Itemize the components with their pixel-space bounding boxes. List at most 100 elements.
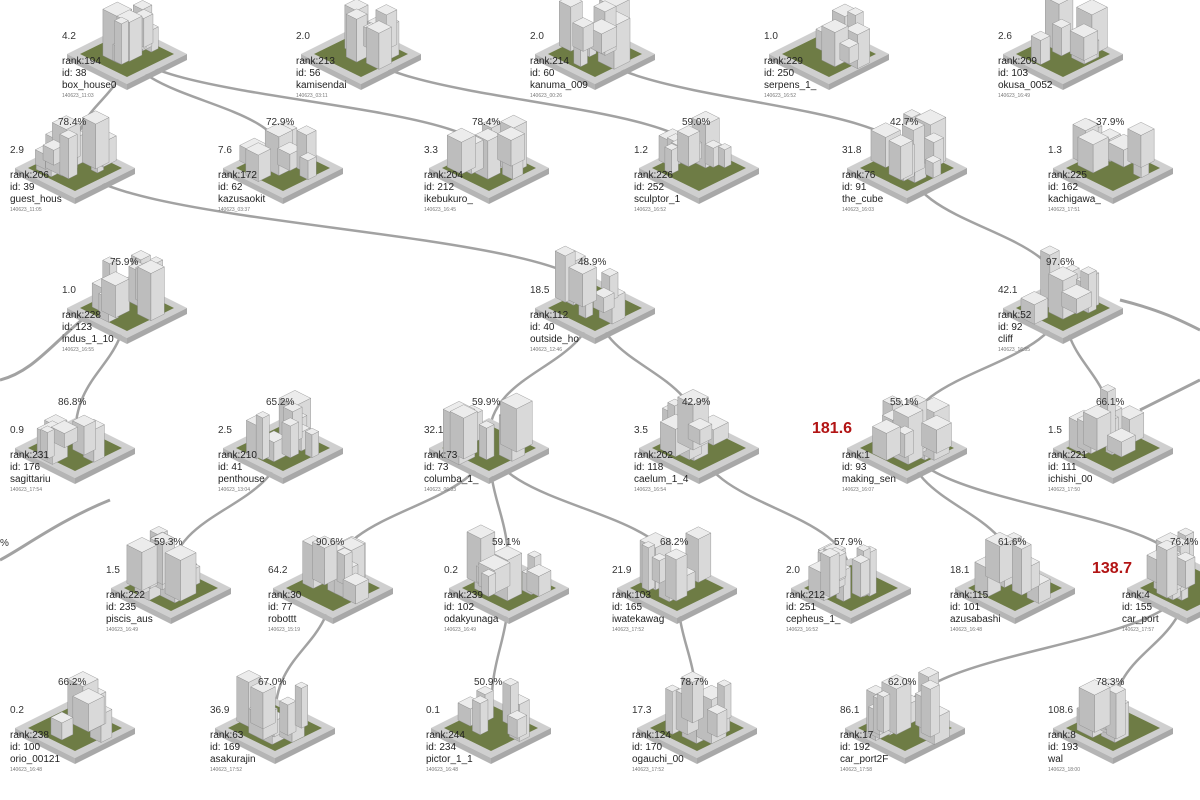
- node-rank: rank:115: [950, 590, 989, 601]
- similarity-percent: 66.2%: [58, 677, 87, 688]
- node-score: 0.1: [426, 705, 440, 716]
- node-name: caelum_1_4: [634, 474, 689, 485]
- node-score: 18.5: [530, 285, 550, 296]
- building-model-icon: [111, 526, 231, 624]
- node-name: car_port: [1122, 614, 1159, 625]
- node-id: id: 234: [426, 742, 457, 753]
- node-name: ichishi_00: [1048, 474, 1093, 485]
- node-id: id: 252: [634, 182, 665, 193]
- link-edge: [1139, 378, 1200, 412]
- node-name: penthouse: [218, 474, 265, 485]
- node-timestamp: 140623_03:37: [218, 207, 250, 213]
- node-score: 2.0: [786, 565, 800, 576]
- node-timestamp: 140623_00:26: [530, 93, 562, 99]
- node-score: 17.3: [632, 705, 652, 716]
- node-name: guest_hous: [10, 194, 62, 205]
- node-rank: rank:76: [842, 170, 876, 181]
- node-name: sagittariu: [10, 474, 51, 485]
- node-id: id: 101: [950, 602, 981, 613]
- node-id: id: 60: [530, 68, 555, 79]
- node-name: ikebukuro_: [424, 194, 473, 205]
- similarity-percent: 57.9%: [834, 537, 863, 548]
- node-name: columba_1_: [424, 474, 479, 485]
- node-score: 1.3: [1048, 145, 1062, 156]
- node-id: id: 103: [998, 68, 1029, 79]
- node-rank: rank:52: [998, 310, 1032, 321]
- node-score: 1.0: [62, 285, 76, 296]
- node-score: 0.2: [10, 705, 24, 716]
- node-score: 36.9: [210, 705, 230, 716]
- node-id: id: 212: [424, 182, 455, 193]
- node-score: 2.0: [296, 31, 310, 42]
- node-id: id: 40: [530, 322, 555, 333]
- node-id: id: 176: [10, 462, 41, 473]
- node-id: id: 123: [62, 322, 93, 333]
- node-rank: rank:204: [424, 170, 463, 181]
- node-timestamp: 140623_16:49: [444, 627, 476, 633]
- node-timestamp: 140623_16:48: [10, 767, 42, 773]
- building-model-icon: [845, 666, 965, 764]
- node-id: id: 38: [62, 68, 87, 79]
- node-id: id: 91: [842, 182, 867, 193]
- building-model-icon: [1053, 117, 1173, 204]
- node-timestamp: 140623_16:45: [424, 207, 456, 213]
- node-timestamp: 140623_16:55: [998, 347, 1030, 353]
- node-score: 181.6: [812, 420, 853, 437]
- node-rank: rank:202: [634, 450, 673, 461]
- node-score: 2.9: [10, 145, 24, 156]
- node-rank: rank:209: [998, 56, 1037, 67]
- node-name: sculptor_1: [634, 194, 681, 205]
- node-name: azusabashi: [950, 614, 1001, 625]
- node-rank: rank:238: [10, 730, 49, 741]
- node-rank: rank:231: [10, 450, 49, 461]
- node-timestamp: 140623_06:33: [424, 487, 456, 493]
- node-rank: rank:226: [634, 170, 673, 181]
- building-model-icon: [1003, 245, 1123, 344]
- similarity-percent: 78.7%: [680, 677, 709, 688]
- node-name: ogauchi_00: [632, 754, 684, 765]
- building-model-icon: [223, 121, 343, 204]
- node-rank: rank:210: [218, 450, 257, 461]
